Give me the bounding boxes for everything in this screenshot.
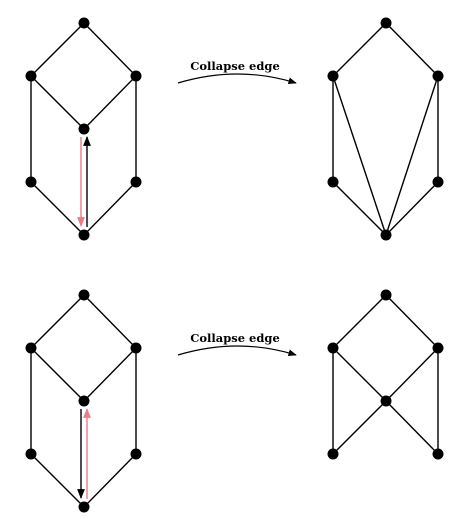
row1-operation: Collapse edge (177, 59, 297, 84)
node (25, 176, 37, 188)
node (78, 229, 90, 241)
curved-arrow (177, 345, 297, 356)
node (327, 70, 339, 82)
row2-operation: Collapse edge (177, 331, 297, 356)
edge (83, 347, 137, 402)
row2-after-graph (327, 289, 444, 460)
edge (385, 400, 439, 455)
edge (30, 22, 85, 77)
node (25, 70, 37, 82)
edge (332, 75, 387, 236)
operation-label: Collapse edge (190, 59, 280, 73)
node (130, 176, 142, 188)
edge (30, 75, 85, 130)
edge (332, 347, 387, 402)
edge (30, 453, 85, 508)
row1-after-graph (327, 17, 444, 241)
edge (83, 22, 137, 77)
node (380, 395, 392, 407)
edge (83, 75, 137, 130)
edge (385, 22, 439, 77)
edge (385, 347, 439, 402)
edge (385, 75, 439, 236)
edge (83, 453, 137, 508)
node (327, 342, 339, 354)
edge (30, 294, 85, 349)
node (432, 70, 444, 82)
node (130, 448, 142, 460)
node (25, 342, 37, 354)
node (380, 229, 392, 241)
node (78, 123, 90, 135)
node (327, 176, 339, 188)
edge (83, 294, 137, 349)
node (78, 395, 90, 407)
row1-before-graph (25, 17, 142, 241)
edge (30, 181, 85, 236)
node (432, 176, 444, 188)
edge (332, 400, 387, 455)
row2-before-graph (25, 289, 142, 513)
edge (332, 181, 387, 236)
edge (332, 294, 387, 349)
node (432, 342, 444, 354)
curved-arrow (177, 73, 297, 84)
node (380, 289, 392, 301)
node (380, 17, 392, 29)
node (78, 17, 90, 29)
node (78, 501, 90, 513)
node (130, 342, 142, 354)
node (432, 448, 444, 460)
node (78, 289, 90, 301)
edge (385, 294, 439, 349)
node (25, 448, 37, 460)
operation-label: Collapse edge (190, 331, 280, 345)
edge (83, 181, 137, 236)
edge (385, 181, 439, 236)
node (130, 70, 142, 82)
edge (30, 347, 85, 402)
node (327, 448, 339, 460)
edge (332, 22, 387, 77)
